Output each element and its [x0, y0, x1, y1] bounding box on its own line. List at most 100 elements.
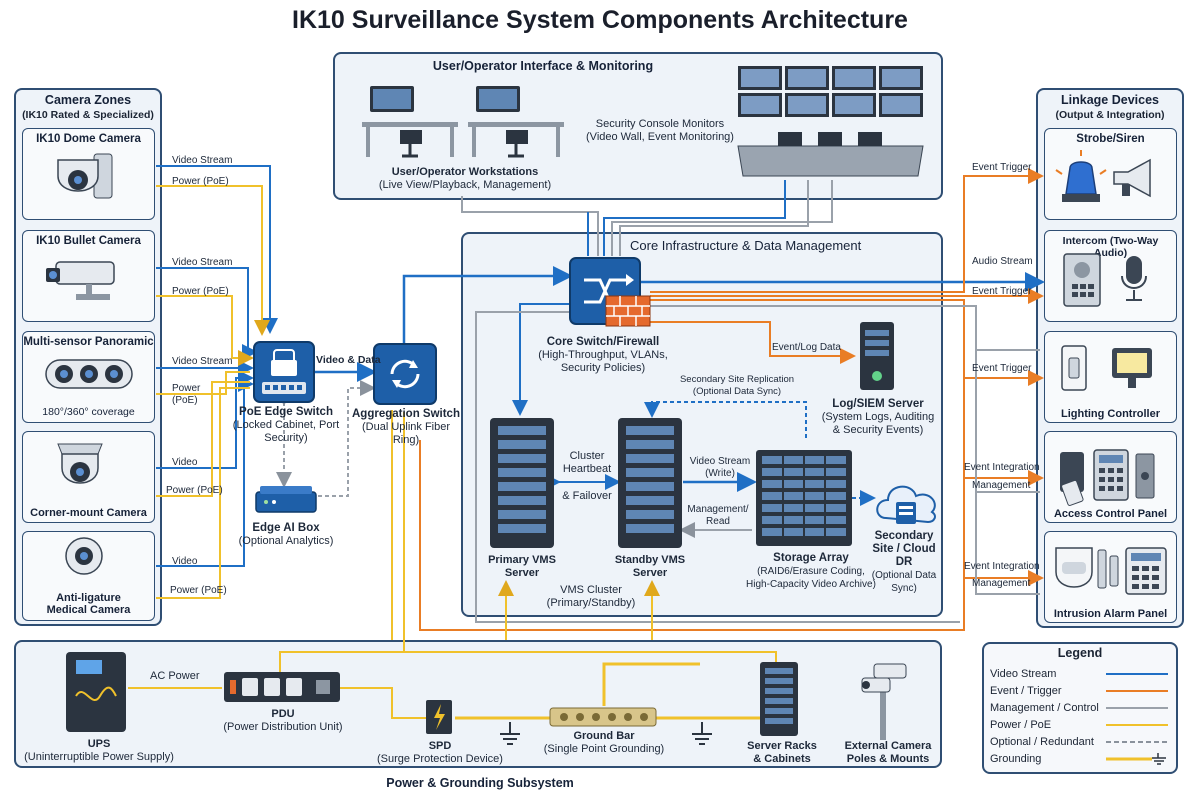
keypad-icon [1093, 449, 1129, 501]
strobe-icon [1055, 150, 1107, 202]
camera-link-signal: Video [172, 556, 198, 567]
ac-power-label: AC Power [150, 670, 200, 682]
page-title: IK10 Surveillance System Components Arch… [292, 6, 908, 34]
aggregation-switch-icon [373, 343, 437, 405]
pdu-label: PDU (Power Distribution Unit) [208, 708, 358, 734]
camera-poe-lines [156, 185, 270, 599]
poe-switch-name: PoE Edge Switch [239, 406, 333, 418]
camera-caption: Corner-mount Camera [30, 507, 147, 519]
linkage-device-name: Intercom (Two-Way Audio) [1062, 235, 1159, 259]
medical-camera-icon [65, 537, 103, 575]
legend-label: Optional / Redundant [990, 735, 1094, 748]
intercom-icon [1063, 253, 1101, 307]
linkage-link-label: Management [972, 578, 1031, 589]
edge-ai-name: Edge AI Box [252, 522, 320, 534]
monitors-label: Security Console Monitors (Video Wall, E… [580, 118, 740, 144]
dome-camera-icon [57, 153, 113, 199]
spd-detail: (Surge Protection Device) [377, 753, 503, 765]
camera-card-medical[interactable]: Anti-ligature Medical Camera [22, 531, 155, 621]
motion-sensor-icon [1055, 547, 1093, 588]
door-lock-icon [1135, 453, 1155, 499]
door-contact-icon [1097, 549, 1119, 589]
linkage-title: Linkage Devices [1061, 93, 1159, 107]
card-reader-icon [1060, 452, 1084, 506]
ground-symbol-icon [500, 722, 712, 745]
linkage-link-label: Audio Stream [972, 256, 1033, 267]
core-title: Core Infrastructure & Data Management [630, 238, 862, 253]
operator-title: User/Operator Interface & Monitoring [432, 59, 654, 73]
poe-switch-label: PoE Edge Switch (Locked Cabinet, Port Se… [226, 406, 346, 445]
video-data-label: Video & Data [316, 354, 381, 366]
legend-label: Management / Control [990, 701, 1099, 714]
heartbeat-label: Cluster Heartbeat [562, 450, 612, 475]
legend-label: Event / Trigger [990, 684, 1062, 697]
alarm-keypad-icon [1125, 547, 1167, 595]
edge-ai-label: Edge AI Box (Optional Analytics) [226, 522, 346, 548]
linkage-device-name: Lighting Controller [1061, 408, 1160, 420]
linkage-device-name: Access Control Panel [1053, 508, 1168, 520]
aggregation-switch-label: Aggregation Switch (Dual Uplink Fiber Ri… [350, 408, 462, 447]
workstations-label: User/Operator Workstations (Live View/Pl… [360, 166, 570, 192]
workstation-icon [468, 86, 564, 158]
camera-link-signal: Video Stream [172, 155, 233, 166]
camera-link-power: Power (PoE) [166, 485, 223, 496]
legend-label: Power / PoE [990, 718, 1052, 731]
ups-name: UPS [87, 738, 111, 750]
aggregation-switch-name: Aggregation Switch [352, 408, 460, 420]
event-log-label: Event/Log Data [772, 342, 841, 353]
standby-vms-server-icon [618, 418, 682, 548]
spd-name: SPD [428, 740, 452, 752]
linkage-card-strobe[interactable]: Strobe/Siren [1044, 128, 1177, 220]
pdu-detail: (Power Distribution Unit) [223, 721, 343, 733]
mgmt-read-label: Management/ Read [687, 504, 749, 527]
camera-name: Multi-sensor Panoramic [23, 336, 154, 348]
legend-item: Management / Control [990, 699, 1170, 716]
core-switch-label: Core Switch/Firewall (High-Throughput, V… [528, 336, 678, 375]
secondary-site-detail: (Optional Data Sync) [871, 570, 937, 594]
ups-icon [66, 652, 126, 732]
power-title: Power & Grounding Subsystem [386, 776, 574, 790]
camera-link-signal: Video [172, 457, 198, 468]
ground-bar-icon [549, 707, 657, 727]
legend-swatch [1106, 706, 1168, 709]
linkage-link-label: Event Trigger [972, 286, 1032, 297]
legend-swatch [1106, 723, 1168, 726]
edge-ai-box-icon [255, 486, 317, 513]
primary-vms-server-icon [490, 418, 554, 548]
storage-name: Storage Array [773, 552, 849, 564]
pdu-name: PDU [271, 708, 295, 720]
legend-swatch [1106, 740, 1168, 743]
workstations-detail: (Live View/Playback, Management) [378, 179, 552, 191]
legend-swatch [1106, 672, 1168, 675]
legend-label: Video Stream [990, 667, 1057, 680]
vms-cluster-label: VMS Cluster (Primary/Standby) [536, 584, 646, 610]
vms-cluster-name: VMS Cluster [560, 584, 622, 596]
linkage-device-name: Intrusion Alarm Panel [1053, 608, 1168, 620]
camera-link-signal: Video Stream [172, 257, 233, 268]
ground-bar-detail: (Single Point Grounding) [543, 743, 665, 755]
core-switch-name: Core Switch/Firewall [546, 336, 660, 348]
storage-array-icon [756, 450, 852, 546]
legend-item: Optional / Redundant [990, 733, 1170, 750]
spd-label: SPD (Surge Protection Device) [372, 740, 508, 766]
vms-cluster-detail: (Primary/Standby) [546, 597, 636, 609]
camera-zones-subtitle: (IK10 Rated & Specialized) [22, 109, 154, 121]
legend-swatch [1106, 689, 1168, 692]
secondary-site-name: Secondary Site / Cloud DR [872, 530, 936, 568]
legend-item: Grounding [990, 750, 1170, 767]
edge-ai-detail: (Optional Analytics) [238, 535, 334, 547]
ground-bar-label: Ground Bar (Single Point Grounding) [530, 730, 678, 756]
legend-item: Video Stream [990, 665, 1170, 682]
monitors-detail: (Video Wall, Event Monitoring) [586, 131, 734, 143]
linkage-link-label: Management [972, 480, 1031, 491]
video-write-label: Video Stream (Write) [689, 456, 751, 479]
siem-detail: (System Logs, Auditing & Security Events… [821, 411, 935, 436]
floodlight-icon [1112, 348, 1152, 388]
replication-label: Secondary Site Replication (Optional Dat… [679, 374, 795, 397]
server-rack-icon [760, 662, 798, 736]
storage-detail: (RAID6/Erasure Coding, High-Capacity Vid… [746, 566, 876, 590]
workstations-name: User/Operator Workstations [391, 166, 539, 178]
camera-zones-title: Camera Zones [44, 93, 132, 107]
